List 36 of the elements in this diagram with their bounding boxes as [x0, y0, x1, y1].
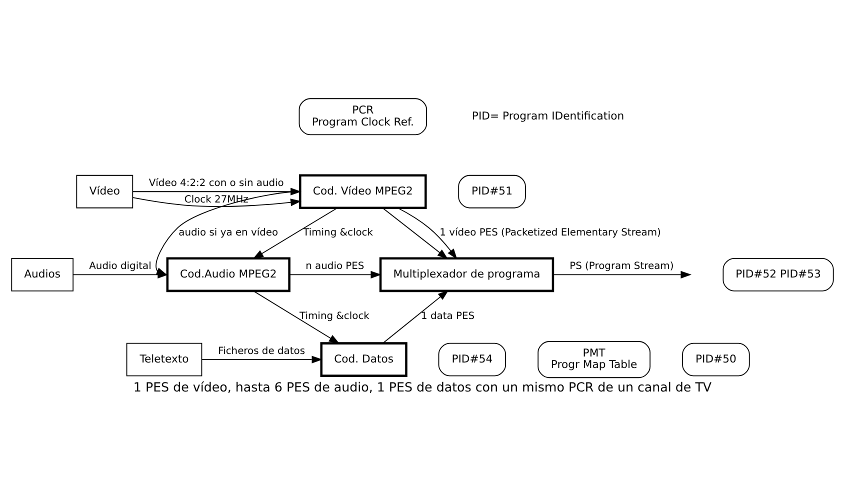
node-box: PID#51	[458, 174, 526, 208]
arrow	[252, 208, 338, 260]
node-box: Cod.Audio MPEG2	[166, 257, 290, 292]
arrow	[552, 270, 692, 278]
edge-label: Clock 27MHz	[184, 194, 248, 206]
edge-label: Audio digital	[89, 261, 152, 272]
node-box: Teletexto	[126, 342, 202, 376]
node-box: Vídeo	[76, 174, 134, 208]
edge-label: 1 vídeo PES (Packetized Elementary Stream)	[440, 228, 661, 239]
edge-label: Vídeo 4:2:2 con o sin audio	[148, 178, 284, 190]
arrow	[382, 290, 449, 344]
arrow	[201, 356, 323, 364]
node-box: Multiplexador de programa	[379, 257, 554, 292]
arrow	[72, 270, 168, 278]
edge-label: Timing &clock	[300, 310, 370, 322]
edge-label: Timing &clock	[303, 228, 374, 239]
node-box: Cod. Datos	[320, 342, 408, 377]
node-box: Audios	[11, 258, 74, 292]
edge-label: Ficheros de datos	[218, 346, 306, 357]
node-box: Cod. Vídeo MPEG2	[299, 174, 427, 209]
edge-label: PS (Program Stream)	[570, 261, 674, 272]
arrow	[382, 208, 448, 260]
arrow	[132, 197, 302, 207]
edge-label: 1 data PES	[421, 310, 475, 322]
node-box: PMT Progr Map Table	[538, 341, 650, 378]
node-box: PCR Program Clock Ref.	[298, 98, 428, 136]
label: PID= Program IDentification	[472, 109, 624, 122]
arrow	[397, 207, 458, 260]
node-box: PID#52 PID#53	[722, 258, 834, 292]
arrow	[289, 270, 382, 278]
arrow	[253, 290, 340, 344]
edge-label: audio si ya en vídeo	[178, 228, 278, 239]
edge-label: n audio PES	[306, 261, 364, 272]
node-box: PID#50	[682, 342, 750, 376]
node-box: PID#54	[438, 342, 506, 376]
caption: 1 PES de vídeo, hasta 6 PES de audio, 1 PES de datos con un mismo PCR de un canal de TV	[133, 379, 712, 394]
